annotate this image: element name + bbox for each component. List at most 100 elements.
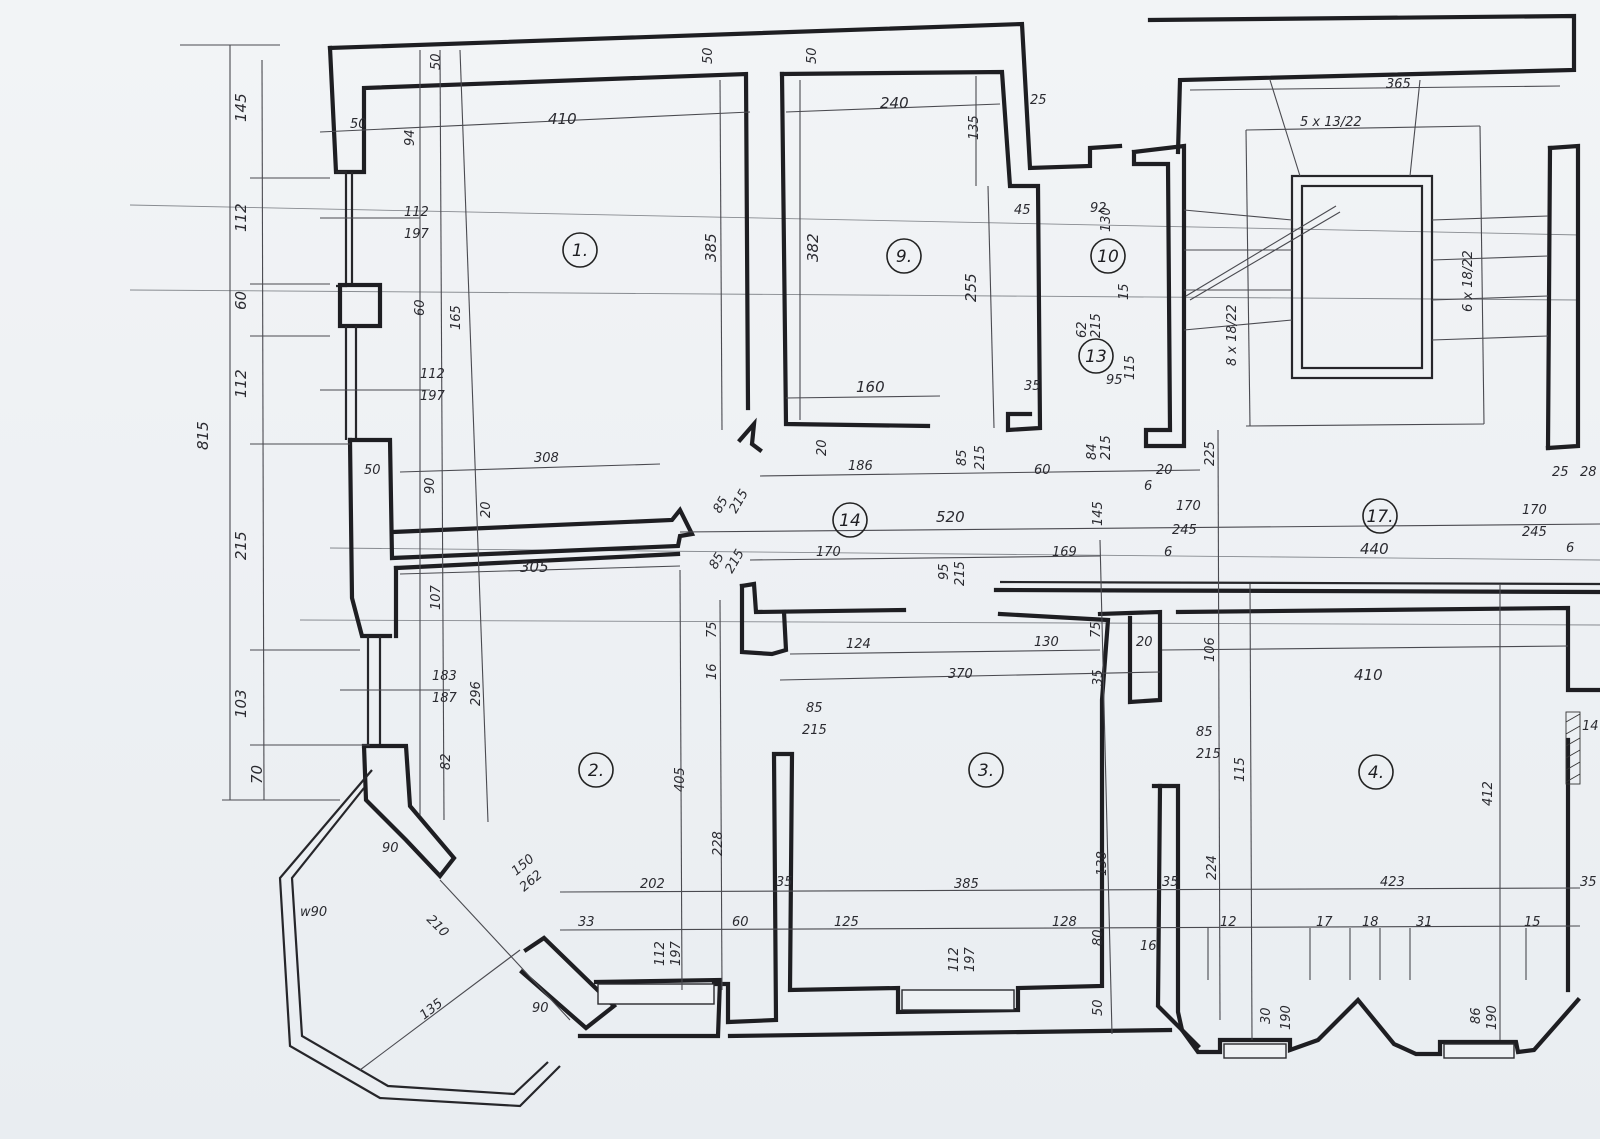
dim-label: 115	[1123, 355, 1138, 380]
dim-label: 85	[1196, 725, 1213, 740]
dim-label: 80	[1091, 929, 1106, 946]
dim-label: 255	[962, 273, 980, 302]
dim-label: 50	[1091, 999, 1106, 1016]
dim-label: 215	[973, 445, 988, 470]
dim-label: 62	[1075, 321, 1090, 338]
dim-label: 215	[1099, 435, 1114, 460]
dim-label: 103	[232, 689, 250, 718]
dim-label: 215	[953, 561, 968, 586]
room-10: 10	[1090, 238, 1126, 274]
dim-label: 228	[711, 831, 726, 856]
dim-label: 202	[640, 877, 665, 892]
dim-label: 186	[848, 459, 873, 474]
dim-label: 130	[1099, 207, 1114, 232]
dim-label: 197	[404, 227, 430, 242]
dim-label: 50	[805, 47, 820, 64]
dim-label: 82	[439, 753, 454, 770]
dim-label: 190	[1279, 1005, 1294, 1030]
dim-label: 75	[705, 621, 720, 638]
dim-label: 138	[1095, 851, 1110, 876]
room-17: 17.	[1362, 498, 1398, 534]
dim-label: 183	[432, 669, 457, 684]
dim-label: 382	[804, 233, 822, 262]
dimension-lines	[180, 44, 1600, 1071]
dim-label: 125	[834, 915, 859, 930]
room-labels: 1. 2. 3. 4. 9. 10 13 14	[562, 232, 1398, 790]
dim-label: 16	[705, 663, 720, 680]
dim-label: 145	[232, 93, 250, 122]
dim-label: 145	[1091, 501, 1106, 526]
dim-label: 215	[1089, 313, 1104, 338]
dim-label: 112	[653, 941, 668, 966]
dim-label: 245	[1522, 525, 1547, 540]
dim-label: 85	[806, 701, 823, 716]
svg-text:17.: 17.	[1366, 507, 1393, 527]
dim-label: 210	[423, 912, 451, 940]
dim-label: 112	[947, 947, 962, 972]
dim-label: 18	[1362, 915, 1379, 930]
walls	[278, 13, 1600, 1108]
dim-label: 95	[937, 563, 952, 580]
svg-text:1.: 1.	[572, 241, 588, 261]
dim-label: 170	[1522, 503, 1547, 518]
dim-label: 15	[1524, 915, 1541, 930]
dim-label: 5 x 13/22	[1300, 115, 1362, 130]
dim-label: 215	[1196, 747, 1221, 762]
svg-text:9.: 9.	[896, 247, 912, 267]
dim-label: 135	[967, 115, 982, 140]
dim-label: 385	[702, 233, 720, 262]
dim-label: 50	[429, 53, 444, 70]
dim-label: 190	[1485, 1005, 1500, 1030]
dim-label: 224	[1205, 855, 1220, 880]
dim-label: 25	[1030, 93, 1047, 108]
dim-label: 128	[1052, 915, 1077, 930]
dim-label: 112	[232, 369, 250, 398]
dim-label: 20	[1136, 635, 1153, 650]
dim-label: 17	[1316, 915, 1333, 930]
dim-label: 440	[1360, 540, 1389, 558]
dim-label: 197	[669, 940, 684, 966]
dim-label: 410	[548, 110, 577, 128]
dim-label: 423	[1380, 875, 1405, 890]
dim-label: 405	[673, 767, 688, 792]
dim-label: 115	[1233, 757, 1248, 782]
dim-label: 107	[429, 584, 444, 610]
dim-label: 305	[520, 558, 549, 576]
dim-label: 106	[1203, 637, 1218, 662]
dim-label: 815	[194, 421, 212, 450]
dim-label: 35	[1580, 875, 1597, 890]
room-2: 2.	[578, 752, 614, 788]
dim-label: 296	[469, 681, 484, 706]
dim-label: w90	[300, 905, 327, 920]
dim-label: 6	[1144, 479, 1152, 494]
dim-label: 245	[1172, 523, 1197, 538]
dim-label: 215	[232, 531, 250, 560]
dim-label: 124	[846, 637, 871, 652]
dim-label: 385	[954, 877, 979, 892]
dim-label: 90	[382, 841, 399, 856]
dim-label: 112	[420, 367, 445, 382]
dim-label: 165	[449, 305, 464, 330]
dim-label: 215	[802, 723, 827, 738]
dim-label: 30	[1259, 1007, 1274, 1024]
room-3: 3.	[968, 752, 1004, 788]
dim-label: 215	[726, 487, 751, 516]
windows	[597, 983, 1515, 1059]
dim-label: 60	[1034, 463, 1051, 478]
dim-label: 20	[1156, 463, 1173, 478]
dim-label: 6 x 18/22	[1461, 250, 1476, 312]
dim-label: 187	[432, 691, 458, 706]
dim-label: 197	[420, 389, 446, 404]
dim-label: 92	[1090, 201, 1107, 216]
svg-text:10: 10	[1097, 247, 1119, 267]
dim-label: 60	[232, 291, 250, 310]
dim-label: 70	[248, 765, 266, 784]
dim-label: 6	[1164, 545, 1172, 560]
dim-label: 8 x 18/22	[1225, 304, 1240, 366]
dim-label: 35	[1162, 875, 1179, 890]
dim-label: 84	[1085, 443, 1100, 460]
dim-label: 28	[1580, 465, 1597, 480]
dim-label: 35	[776, 875, 793, 890]
